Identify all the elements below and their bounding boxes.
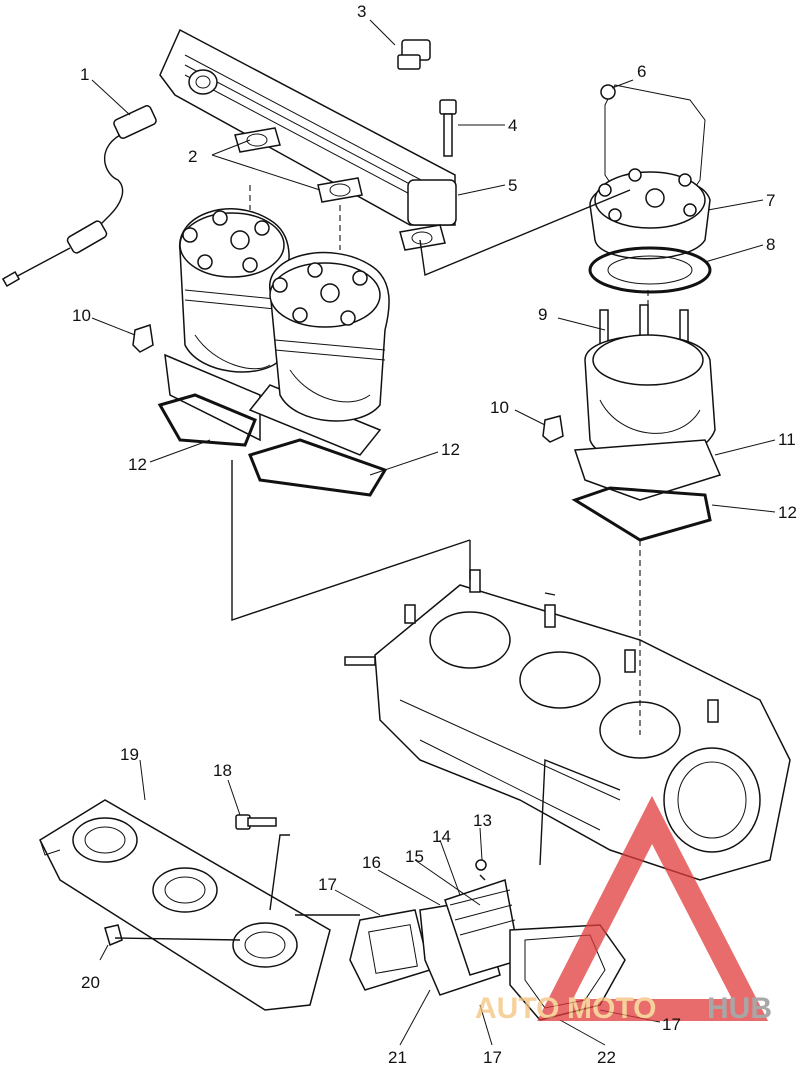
callout-17-bottom: 17 <box>483 1048 502 1067</box>
watermark-logo: AUTO MOTO HUB <box>475 795 772 1025</box>
callout-12-left: 12 <box>128 455 147 474</box>
base-gasket-right <box>571 486 712 542</box>
callout-1: 1 <box>80 65 89 84</box>
callout-22: 22 <box>597 1048 616 1067</box>
cylinder-head-right <box>588 84 712 294</box>
callout-labels: 1 2 3 4 5 6 7 8 9 10 10 11 12 12 12 13 1… <box>72 2 797 1067</box>
callout-12-right: 12 <box>778 503 797 522</box>
callout-7: 7 <box>766 191 775 210</box>
reed-assembly <box>349 859 626 1021</box>
callout-13: 13 <box>473 811 492 830</box>
callout-5: 5 <box>508 176 517 195</box>
callout-2: 2 <box>188 147 197 166</box>
callout-11: 11 <box>778 430 796 449</box>
callout-9: 9 <box>538 305 547 324</box>
plug-3 <box>397 39 431 70</box>
callout-21: 21 <box>388 1048 407 1067</box>
callout-10-right: 10 <box>490 398 509 417</box>
assembly-lines <box>114 185 649 941</box>
callout-16: 16 <box>362 853 381 872</box>
base-gaskets-left <box>157 393 388 497</box>
watermark-moto-text: MOTO <box>567 992 656 1025</box>
callout-6: 6 <box>637 62 646 81</box>
bolt-4 <box>439 99 457 157</box>
crankcase <box>344 569 791 881</box>
nut-10-right <box>542 415 564 443</box>
exhaust-manifold <box>159 28 457 226</box>
callout-17-top: 17 <box>318 875 337 894</box>
temperature-sensor-1 <box>1 105 157 287</box>
callout-20: 20 <box>81 973 100 992</box>
twin-cylinder-assembly <box>164 208 390 456</box>
watermark-auto-text: AUTO <box>475 992 559 1025</box>
callout-10-left: 10 <box>72 306 91 325</box>
callout-4: 4 <box>508 116 517 135</box>
bolt-18 <box>235 814 277 830</box>
nut-10-left <box>132 324 154 353</box>
callout-15: 15 <box>405 847 424 866</box>
nut-20 <box>104 924 123 947</box>
callout-3: 3 <box>357 2 366 21</box>
leader-lines <box>91 19 776 1046</box>
callout-8: 8 <box>766 235 775 254</box>
callout-14: 14 <box>432 827 451 846</box>
callout-19: 19 <box>120 745 139 764</box>
watermark-hub-text: HUB <box>707 992 772 1025</box>
manifold-gaskets <box>234 127 446 251</box>
callout-12-mid: 12 <box>441 440 460 459</box>
callout-18: 18 <box>213 761 232 780</box>
intake-manifold <box>39 799 331 1011</box>
cylinder-11 <box>573 304 722 501</box>
callout-17-right: 17 <box>662 1015 681 1034</box>
